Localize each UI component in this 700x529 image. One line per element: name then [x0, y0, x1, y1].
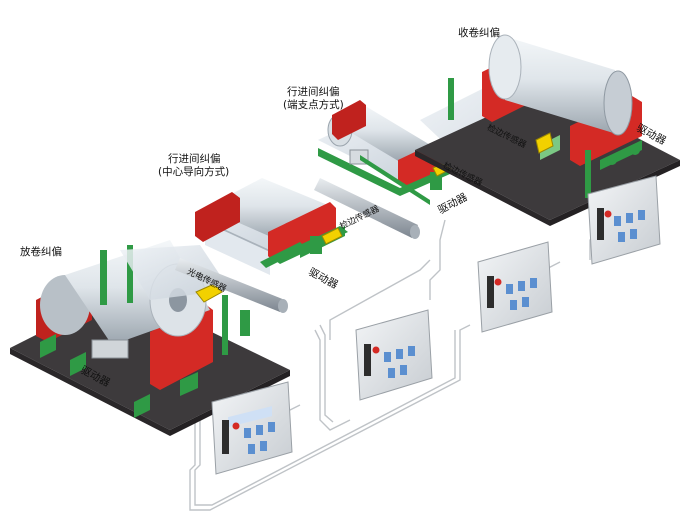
rewind-green-post	[448, 78, 454, 120]
photo-sensor	[195, 283, 223, 303]
controller-4	[587, 175, 661, 265]
label-endpivot-guiding-subtitle: (端支点方式)	[283, 99, 344, 111]
label-endpivot-guiding-title: 行进间纠偏	[287, 86, 340, 98]
label-center-guiding-title: 行进间纠偏	[168, 153, 221, 165]
rewind-roll	[500, 35, 620, 135]
idler-roller-1	[175, 258, 288, 313]
center-guide-red-frame	[268, 202, 336, 262]
edge-sensor-3	[535, 132, 554, 154]
label-unwind-guiding: 放卷纠偏	[20, 246, 62, 258]
unwind-actuator	[91, 339, 129, 359]
idler-roller-2	[314, 178, 420, 239]
controller-2	[355, 309, 433, 401]
edge-sensor-1	[321, 227, 343, 245]
label-rewind-guiding: 收卷纠偏	[458, 27, 500, 39]
unwind-station	[10, 240, 290, 436]
center-guide-web	[205, 222, 270, 275]
label-center-guiding-subtitle: (中心导向方式)	[158, 166, 230, 178]
controller-1	[211, 381, 293, 475]
unwind-green-post	[100, 250, 107, 305]
center-guide-station	[195, 178, 348, 275]
controller-3	[477, 241, 553, 333]
rewind-station	[415, 34, 680, 226]
